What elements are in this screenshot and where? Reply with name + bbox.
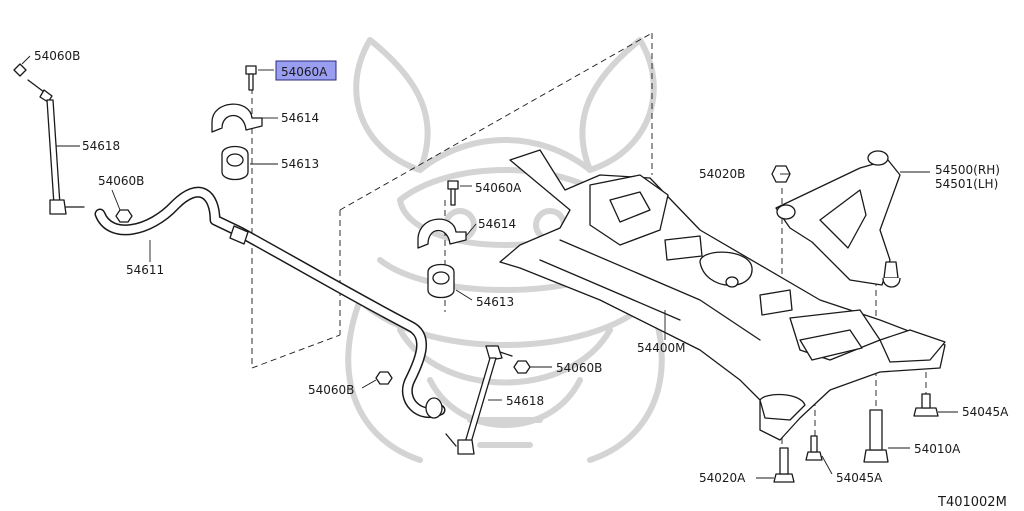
stabilizer-link-right	[445, 345, 513, 455]
bolt-54045a-low	[805, 435, 823, 461]
label-54060b-left-mid[interactable]: 54060B	[98, 174, 144, 188]
label-54060b-right[interactable]: 54060B	[556, 361, 602, 375]
nut-54060b-right	[513, 360, 531, 374]
label-54618-right[interactable]: 54618	[506, 394, 544, 408]
leader-lines	[21, 55, 958, 479]
part-labels: 54060B 54060A 54614 54613 54618 54060B 5…	[34, 49, 1009, 510]
label-54618-left[interactable]: 54618	[82, 139, 120, 153]
label-54060a-mid[interactable]: 54060A	[475, 181, 522, 195]
label-54400m[interactable]: 54400M	[637, 341, 686, 355]
figure-code: T401002M	[937, 495, 1007, 510]
bushing-54613-top	[221, 145, 249, 181]
label-54613-top[interactable]: 54613	[281, 157, 319, 171]
lower-control-arm	[775, 150, 901, 288]
bolt-54060a-top	[245, 65, 257, 91]
clamp-54614-mid	[417, 218, 467, 249]
label-54020a[interactable]: 54020A	[699, 471, 746, 485]
nut-54060b-left-mid	[115, 209, 133, 223]
label-54020b[interactable]: 54020B	[699, 167, 745, 181]
suspension-member	[499, 149, 946, 441]
label-54060b-low[interactable]: 54060B	[308, 383, 354, 397]
label-54045a-low[interactable]: 54045A	[836, 471, 883, 485]
label-54613-mid[interactable]: 54613	[476, 295, 514, 309]
bolt-54060a-mid	[447, 180, 459, 206]
label-54060b-top[interactable]: 54060B	[34, 49, 80, 63]
bolt-54045a-right	[913, 393, 939, 417]
stabilizer-bar	[94, 186, 446, 419]
bolt-54010a	[863, 409, 889, 463]
clamp-54614-top	[211, 103, 263, 133]
label-54614-top[interactable]: 54614	[281, 111, 319, 125]
nut-54060b-low	[375, 371, 393, 385]
label-54045a-right[interactable]: 54045A	[962, 405, 1009, 419]
label-54611[interactable]: 54611	[126, 263, 164, 277]
label-54614-mid[interactable]: 54614	[478, 217, 516, 231]
bushing-54613-mid	[427, 263, 455, 299]
bolt-54020a	[773, 447, 795, 483]
label-54060a-top[interactable]: 54060A	[281, 65, 328, 79]
label-54010a[interactable]: 54010A	[914, 442, 961, 456]
label-highlight-box	[275, 60, 337, 81]
stabilizer-link-left	[13, 63, 85, 215]
label-54501[interactable]: 54501(LH)	[935, 177, 998, 191]
label-54500[interactable]: 54500(RH)	[935, 163, 1000, 177]
